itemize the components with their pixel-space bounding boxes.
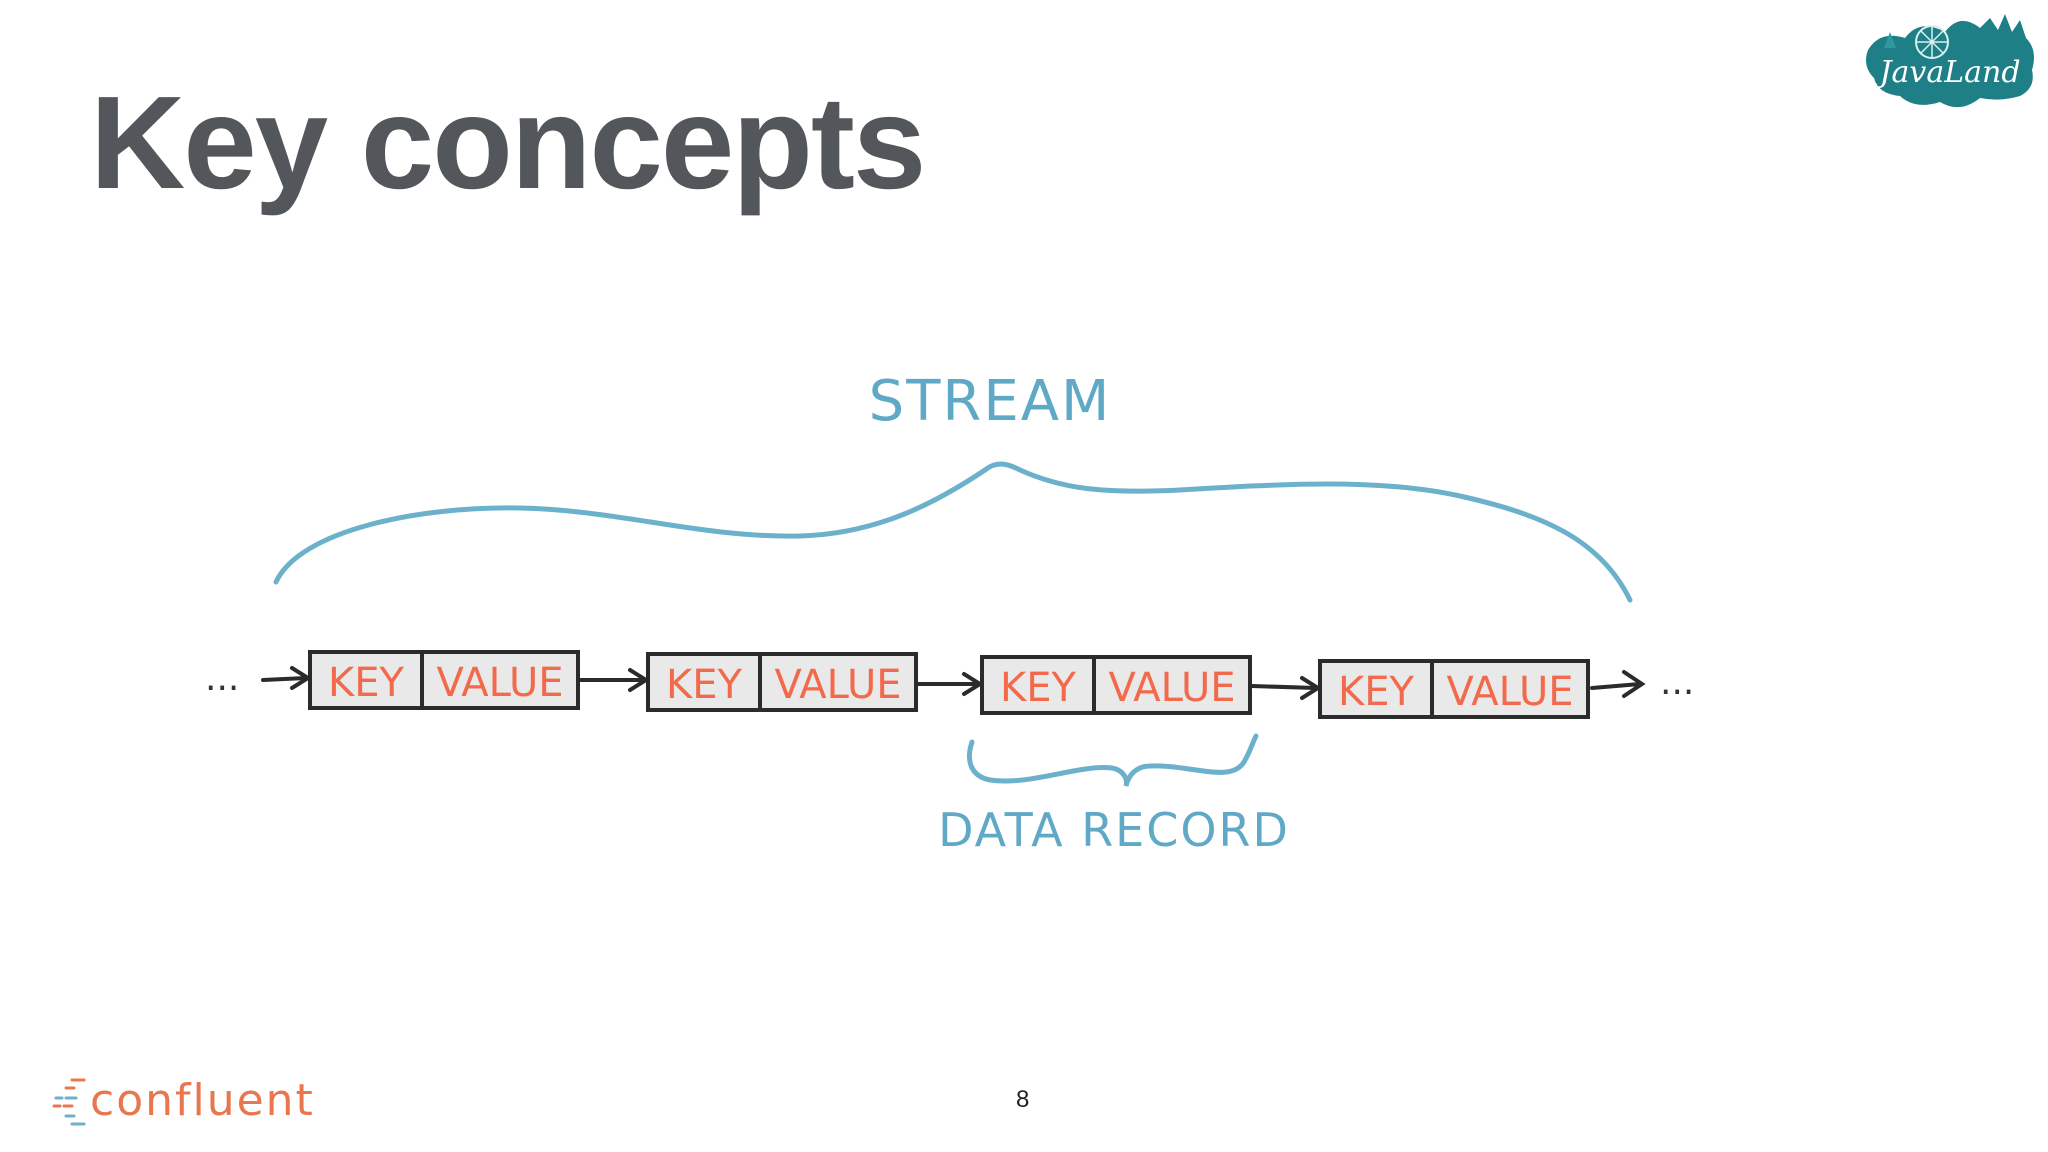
data-record: KEY VALUE [1318,659,1590,719]
arrow-3 [1250,676,1322,700]
confluent-mark-icon [52,1078,86,1126]
arrow-1 [578,668,650,692]
stream-label: STREAM [869,369,1112,434]
data-record: KEY VALUE [646,652,918,712]
data-record: KEY VALUE [308,650,580,710]
leading-ellipsis: ... [205,658,239,699]
arrow-in [261,666,312,690]
record-key: KEY [1000,665,1077,711]
record-value: VALUE [1446,669,1573,715]
record-key: KEY [328,660,405,706]
data-record-brace [966,733,1259,787]
slide-title: Key concepts [90,69,926,216]
data-record-label: DATA RECORD [938,803,1290,857]
data-record: KEY VALUE [980,655,1252,715]
javaland-logo-text: JavaLand [1873,55,2020,90]
record-key: KEY [1338,669,1415,715]
trailing-ellipsis: ... [1660,662,1694,703]
page-number: 8 [1016,1086,1030,1113]
arrow-2 [916,672,984,696]
record-value: VALUE [436,660,563,706]
stream-brace [273,461,1633,603]
javaland-logo: JavaLand [1866,14,2034,108]
record-value: VALUE [774,662,901,708]
arrow-out [1590,670,1646,698]
confluent-wordmark: confluent [90,1074,315,1126]
confluent-logo: confluent [52,1072,315,1128]
record-value: VALUE [1108,665,1235,711]
record-key: KEY [666,662,743,708]
